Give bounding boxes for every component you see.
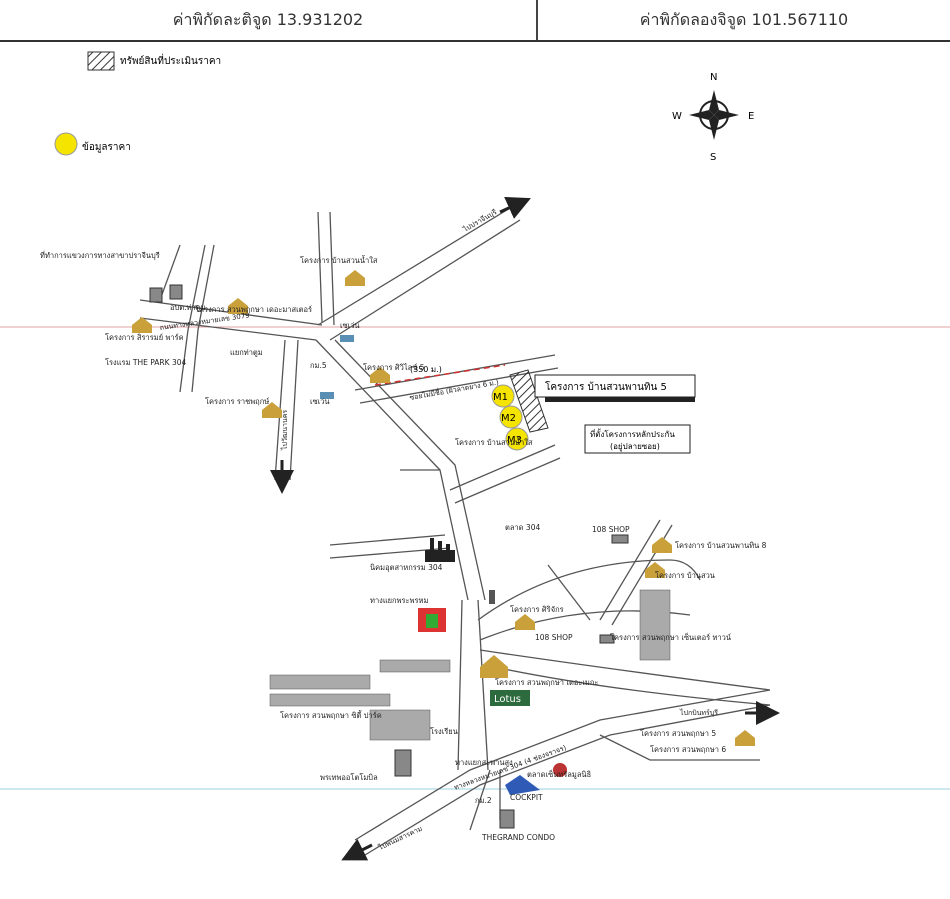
compass-south: S: [710, 152, 716, 163]
arrow-to-prachinburi-icon: [499, 196, 531, 219]
latitude-label: ค่าพิกัดละติจูด 13.931202: [0, 0, 538, 40]
building-icon: [499, 809, 515, 829]
proj-sirarom-label: โครงการ สิรารมย์ พาร์ค: [105, 333, 184, 342]
lotus-store-icon: [490, 690, 530, 706]
km-label: กม.2: [475, 796, 492, 805]
market-cent-label: ตลาดเซ็นทรัลมูลนิธิ: [527, 769, 591, 779]
subject-note-label2: (อยู่ปลายซอย): [610, 442, 660, 452]
store-text-label: พรเทพออโตโมบิล: [320, 773, 378, 782]
to-kabinburi-label: ไปกบินทร์บุรี: [679, 708, 718, 717]
house-icon: [228, 298, 248, 314]
seven-eleven-2-label: เซเว่น: [310, 397, 330, 406]
to-prachinburi-label: ไปปราจีนบุรี: [461, 207, 499, 234]
landmark-block-inner: [426, 614, 438, 628]
proj-suanpruksa5-label: โครงการ สวนพฤกษา 5: [640, 729, 716, 738]
police-label: กม.5: [310, 361, 327, 370]
to-phanom-label: ไปพนมสารคาม: [376, 824, 423, 853]
svg-text:M1: M1: [493, 392, 508, 403]
cockpit-icon: [505, 775, 540, 795]
junction-thathum-label: แยกท่าตูม: [230, 348, 263, 357]
house-icon: [370, 367, 390, 383]
housing-estate-grid: [269, 589, 671, 741]
factory-icon: [425, 538, 455, 562]
to-south-label: ไปวัฒนานคร: [280, 410, 289, 451]
proj-phanthin8-label: โครงการ บ้านสวนพานทิน 8: [675, 541, 767, 550]
proj-suanpruksa-city-label: โครงการ สวนพฤกษา ซิตี้ ปาร์ค: [280, 710, 382, 720]
proj-suanpruksa-center-label: โครงการ สวนพฤกษา เซ็นเตอร์ ทาวน์: [610, 632, 731, 642]
longitude-label: ค่าพิกัดลองจิจูด 101.567110: [639, 9, 849, 29]
store-icon: [340, 335, 354, 342]
proj-suanpruksa-master-label: โครงการ สวนพฤกษา เดอะมาสเตอร์: [195, 305, 312, 314]
subject-note-label: ที่ตั้งโครงการหลักประกัน: [590, 428, 675, 439]
proj-suannam-label: โครงการ บ้านสวนน้ำใส: [300, 255, 378, 265]
appraised-legend-label: ทรัพย์สินที่ประเมินราคา: [120, 53, 221, 67]
proj-bannamsai-label: โครงการ บ้านสวนน้ำใส: [455, 437, 533, 447]
marker-m1: M1: [491, 384, 515, 408]
junction-phrom-label: ทางแยกพระพรหม: [370, 596, 429, 605]
arrow-to-phanom-icon: [341, 838, 373, 861]
subject-project-label: โครงการ บ้านสวนพานทิน 5: [545, 380, 667, 393]
appraised-legend-swatch: [87, 51, 115, 71]
office-label: ที่ทำการแขวงการทางสาขาปราจีนบุรี: [40, 250, 160, 260]
price-data-legend-label: ข้อมูลราคา: [82, 141, 131, 153]
cockpit-label: COCKPIT: [510, 793, 543, 802]
school-label: อบต.ท่าตูม: [170, 303, 206, 312]
subject-project-shadow: [545, 397, 695, 402]
compass-rose-icon: N S W E: [672, 72, 754, 163]
compass-north: N: [710, 72, 717, 83]
condo-label: THEGRAND CONDO: [481, 833, 555, 842]
compass-east: E: [748, 111, 754, 122]
marker-m2: M2: [499, 405, 523, 429]
subject-note-box: [584, 424, 691, 454]
building-icons: [149, 284, 629, 829]
building-icon: [599, 634, 615, 644]
soi-road-label: ซอยไม่มีชื่อ (ผิวลาดยาง 6 ม.): [409, 377, 500, 402]
distance-label: (350 ม.): [410, 365, 442, 374]
compass-west: W: [672, 111, 682, 122]
proj-suanpruksa-mega-label: โครงการ สวนพฤกษา เดอะเมกะ: [495, 678, 598, 687]
coordinate-header: ค่าพิกัดละติจูด 13.931202 ค่าพิกัดลองจิจ…: [0, 0, 950, 42]
store-icon: [320, 392, 334, 399]
market304-label: ตลาด 304: [505, 523, 540, 532]
shop108b-label: 108 SHOP: [535, 633, 573, 642]
proj-rajpruek-label: โครงการ ราชพฤกษ์: [205, 397, 269, 406]
traffic-light-icon: [489, 590, 495, 604]
building-icon: [394, 749, 412, 777]
house-icons: [132, 270, 755, 746]
proj-sivilai-label: โครงการ ศิวิไลซ์ 5: [363, 363, 425, 372]
building-icon: [149, 287, 163, 303]
junction-thongchai-label: ทางแยกสะพานสูง: [455, 758, 513, 767]
lotus-label: Lotus: [494, 694, 521, 705]
market-icon: [553, 763, 567, 777]
marker-m3: M3: [505, 427, 529, 451]
proj-sirijak-label: โครงการ ศิริจักร: [510, 605, 564, 614]
road-3079-label: ถนนทางหลวงหมายเลข 3079: [159, 311, 250, 332]
svg-text:M2: M2: [501, 413, 516, 424]
house-icon: [132, 317, 152, 333]
house-icon: [735, 730, 755, 746]
ind-estate-label: นิคมอุตสาหกรรม 304: [370, 563, 443, 572]
hotel-park-label: โรงแรม THE PARK 304: [105, 358, 186, 367]
distance-line: [374, 364, 506, 386]
house-icon: [345, 270, 365, 286]
seven-eleven-1-label: เซเว่น: [340, 321, 360, 330]
house-icon: [480, 655, 508, 678]
house-icon: [645, 562, 665, 578]
house-icon: [515, 614, 535, 630]
svg-text:M3: M3: [507, 435, 522, 446]
proj-suanpruksa6-label: โครงการ สวนพฤกษา 6: [650, 745, 726, 754]
store-icons: [320, 335, 354, 399]
building-icon: [611, 534, 629, 544]
price-data-legend-swatch: [54, 132, 78, 156]
building-icon: [169, 284, 183, 300]
shop108a-label: 108 SHOP: [592, 525, 630, 534]
proj-bansuan-label: โครงการ บ้านสวน: [655, 571, 715, 580]
house-icon: [262, 402, 282, 418]
house-icon: [652, 537, 672, 553]
school2-label: โรงเรียน: [430, 727, 458, 736]
subject-parcel: [509, 369, 549, 433]
